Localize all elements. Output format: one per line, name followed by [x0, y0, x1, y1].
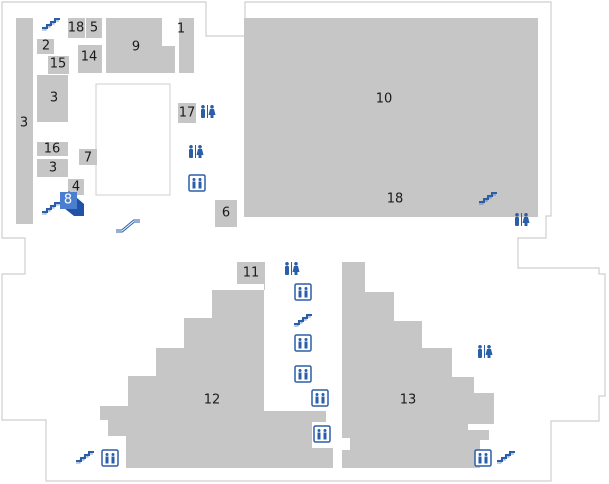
room-15-label: 15	[50, 57, 67, 72]
room-14[interactable]	[78, 45, 102, 73]
room-3a-label: 3	[20, 116, 28, 131]
room-5-label: 5	[90, 21, 98, 36]
room-11[interactable]	[237, 262, 264, 284]
elevator-icon	[294, 283, 312, 301]
room-16-label: 16	[44, 142, 61, 157]
room-9-label: 9	[132, 40, 140, 55]
room-4-label: 4	[72, 180, 80, 195]
room-17[interactable]	[178, 103, 196, 123]
escalator-icon	[116, 219, 140, 233]
room-2-label: 2	[42, 39, 50, 54]
room-17-label: 17	[179, 106, 196, 121]
room-4[interactable]	[68, 179, 84, 195]
room-14-label: 14	[81, 50, 98, 65]
room-7[interactable]	[79, 149, 97, 165]
room-18a[interactable]	[68, 18, 85, 38]
elevator-icon	[474, 449, 492, 467]
room-3c-label: 3	[49, 161, 57, 176]
room-7-label: 7	[84, 151, 92, 166]
elevator-icon	[311, 389, 329, 407]
room-10-label: 10	[376, 92, 393, 107]
room-3a[interactable]	[16, 18, 33, 224]
room-3b-label: 3	[50, 91, 58, 106]
elevator-icon	[294, 365, 312, 383]
room-6[interactable]	[215, 200, 237, 227]
room-13-label: 13	[400, 393, 417, 408]
room-8-label: 8	[64, 193, 72, 208]
room-1[interactable]	[179, 18, 194, 73]
room-11-label: 11	[243, 266, 260, 281]
elevator-icon	[188, 174, 206, 192]
room-18b-label: 18	[387, 192, 404, 207]
room-3b[interactable]	[37, 75, 68, 122]
room-15[interactable]	[48, 56, 69, 74]
room-12-label: 12	[204, 393, 221, 408]
room-3c[interactable]	[37, 159, 68, 177]
room-18b[interactable]	[367, 173, 422, 217]
elevator-icon	[101, 449, 119, 467]
room-13[interactable]	[342, 262, 494, 468]
elevator-icon	[294, 334, 312, 352]
room-8[interactable]	[60, 192, 77, 209]
room-9[interactable]	[106, 18, 175, 73]
room-1-label: 1	[177, 22, 185, 37]
room-18a-label: 18	[68, 21, 85, 36]
room-16[interactable]	[37, 142, 68, 156]
room-10[interactable]	[244, 18, 538, 217]
elevator-icon	[313, 425, 331, 443]
atrium	[95, 83, 171, 196]
room-12[interactable]	[100, 262, 333, 468]
room-6-label: 6	[222, 206, 230, 221]
room-5[interactable]	[86, 18, 102, 38]
room-2[interactable]	[37, 39, 54, 54]
